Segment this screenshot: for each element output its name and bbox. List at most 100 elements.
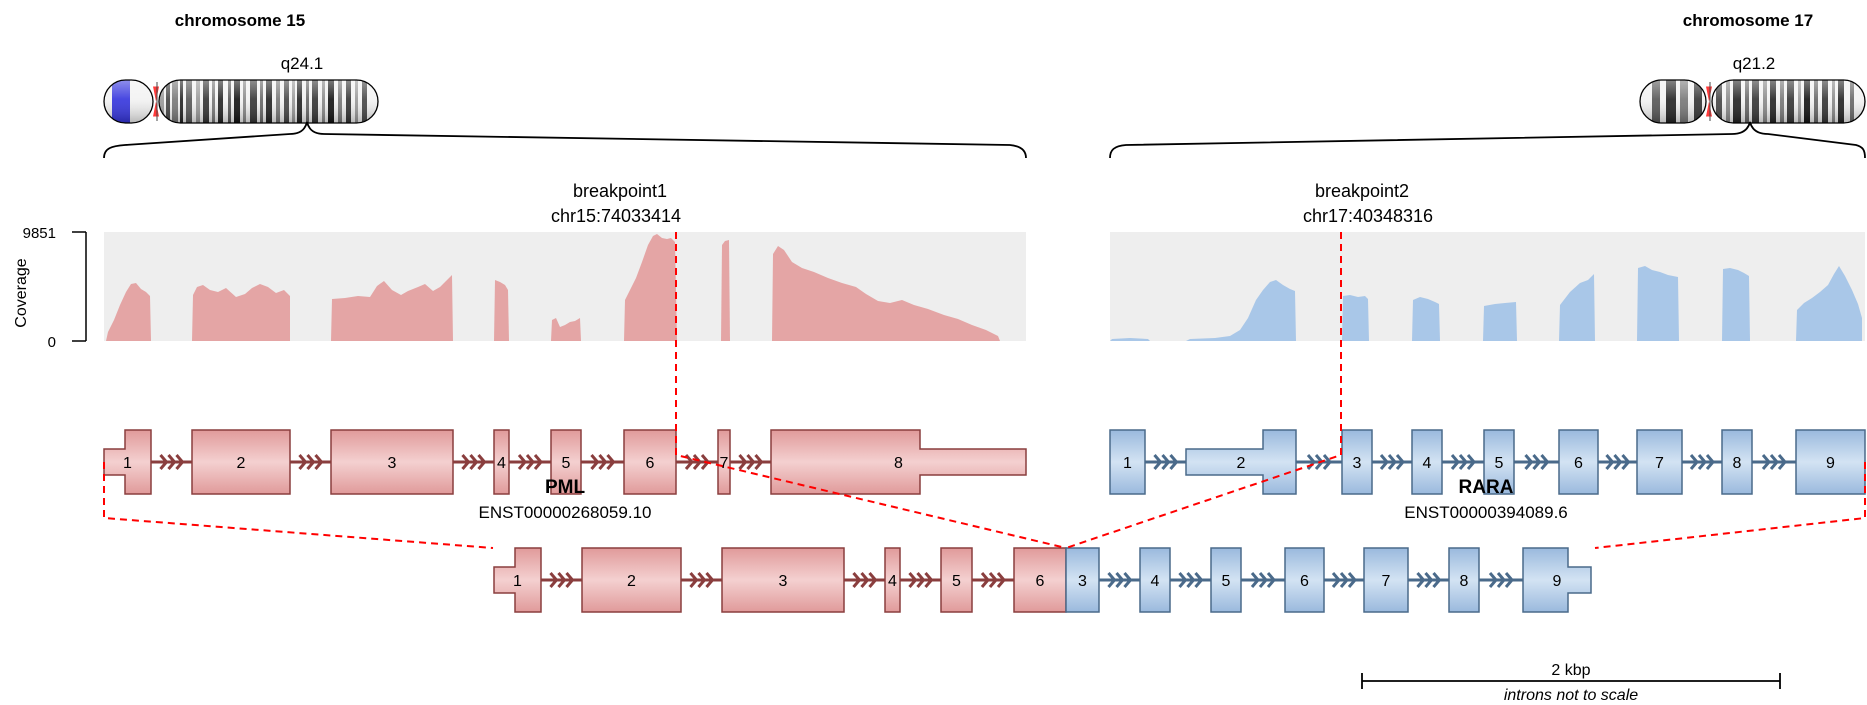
scale-bar-label: 2 kbp: [1551, 662, 1590, 679]
exon-box: [884, 547, 901, 613]
exon-box: [1065, 547, 1100, 613]
exon-number: 5: [1222, 573, 1231, 590]
intron-chevron: [477, 454, 487, 470]
exon-number: 5: [952, 573, 961, 590]
coverage-area: [772, 246, 1000, 341]
centromere: [1706, 86, 1712, 102]
intron-chevron: [1466, 454, 1476, 470]
coverage-area: [192, 284, 290, 341]
chromosome-17-ideogram: [1639, 79, 1866, 124]
exon-number: 5: [1495, 455, 1504, 472]
coverage-area: [1110, 338, 1150, 341]
coverage-area: [1412, 297, 1440, 341]
intron-chevron: [1194, 572, 1204, 588]
intron-chevron: [517, 454, 527, 470]
exon-box: [1363, 547, 1409, 613]
exon-box: [1411, 429, 1443, 495]
intron-chevron: [306, 454, 316, 470]
intron-chevron: [1379, 454, 1389, 470]
intron-chevron: [533, 454, 543, 470]
intron-chevron: [852, 572, 862, 588]
gene2-transcript: ENST00000394089.6: [1404, 503, 1568, 522]
exon-box: [1109, 429, 1146, 495]
exon-box: [330, 429, 454, 495]
coverage-area: [1483, 302, 1517, 341]
intron-chevron: [606, 454, 616, 470]
intron-chevron: [1532, 454, 1542, 470]
intron-chevron: [1432, 572, 1442, 588]
intron-chevron: [1161, 454, 1171, 470]
intron-chevron: [689, 572, 699, 588]
intron-chevron: [684, 454, 694, 470]
exon-number: 3: [1353, 455, 1362, 472]
coverage-area: [331, 275, 453, 341]
intron-chevron: [461, 454, 471, 470]
intron-chevron: [924, 572, 934, 588]
zoom-brace-left: [103, 121, 1027, 159]
intron-chevron: [1705, 454, 1715, 470]
intron-chevron: [1613, 454, 1623, 470]
exon-box: [1795, 429, 1866, 495]
exon-box: [1448, 547, 1480, 613]
exon-number: 1: [513, 573, 522, 590]
intron-chevron: [1605, 454, 1615, 470]
intron-chevron: [705, 572, 715, 588]
intron-chevron: [1258, 572, 1268, 588]
centromere: [153, 101, 159, 117]
intron-chevron: [598, 454, 608, 470]
intron-chevron: [1697, 454, 1707, 470]
intron-chevron: [754, 454, 764, 470]
exon-number: 3: [779, 573, 788, 590]
breakpoint-lines: [103, 232, 1866, 549]
coverage-area: [106, 283, 151, 341]
gene2-name: RARA: [1459, 477, 1514, 498]
exon-number: 9: [1553, 573, 1562, 590]
breakpoint2-label: breakpoint2: [1315, 181, 1409, 201]
exon-box: [1210, 547, 1242, 613]
intron-chevron: [159, 454, 169, 470]
intron-chevron: [1621, 454, 1631, 470]
exon-number: 8: [894, 455, 903, 472]
intron-chevron: [1347, 572, 1357, 588]
breakpoint1-position: chr15:74033414: [551, 206, 681, 226]
intron-chevron: [1387, 454, 1397, 470]
exon-number: 1: [123, 455, 132, 472]
chromosome-left-title: chromosome 15: [175, 11, 305, 30]
intron-chevron: [1250, 572, 1260, 588]
intron-chevron: [590, 454, 600, 470]
intron-chevron: [565, 572, 575, 588]
coverage-area: [1796, 266, 1862, 341]
exon-box: [1185, 429, 1297, 495]
coverage-track-gene2: [1110, 266, 1862, 341]
exon-number: 7: [720, 455, 729, 472]
exon-box: [721, 547, 845, 613]
coverage-area: [1637, 266, 1679, 341]
exon-box: [581, 547, 682, 613]
intron-chevron: [1123, 572, 1133, 588]
intron-chevron: [1395, 454, 1405, 470]
exon-box: [623, 429, 677, 495]
intron-chevron: [1424, 572, 1434, 588]
coverage-area: [1722, 268, 1750, 341]
scale-bar: [1361, 673, 1781, 689]
intron-chevron: [1186, 572, 1196, 588]
coverage-area: [551, 318, 581, 341]
coverage-axis: [72, 231, 87, 342]
intron-chevron: [860, 572, 870, 588]
exon-number: 9: [1826, 455, 1835, 472]
intron-chevron: [1322, 454, 1332, 470]
coverage-area: [624, 234, 677, 341]
exon-box: [940, 547, 973, 613]
intron-chevron: [1331, 572, 1341, 588]
intron-chevron: [908, 572, 918, 588]
intron-chevron: [746, 454, 756, 470]
coverage-area: [1186, 280, 1296, 341]
exon-box: [717, 429, 731, 495]
breakpoint1-label: breakpoint1: [573, 181, 667, 201]
intron-chevron: [175, 454, 185, 470]
centromere: [153, 86, 159, 102]
exon-number: 4: [497, 455, 506, 472]
intron-chevron: [868, 572, 878, 588]
